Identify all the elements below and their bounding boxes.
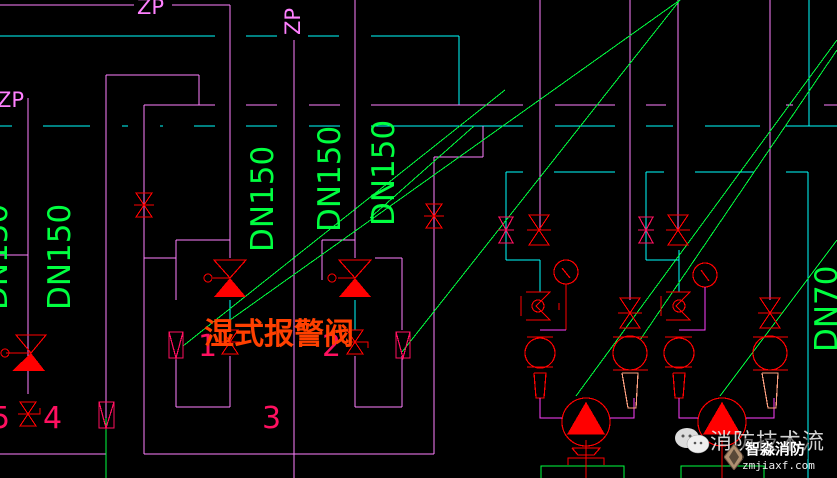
zp-labels: ZP ZP ZP xyxy=(0,0,305,112)
flow-switch xyxy=(168,331,184,361)
pump-assembly-1 xyxy=(520,259,648,478)
pump-assembly-2 xyxy=(660,262,788,478)
gate-valves xyxy=(17,192,783,427)
dn-labels: DN150 DN150 DN150 DN150 DN150 DN70 xyxy=(0,120,837,352)
alarm-valve xyxy=(0,334,48,371)
item-number-1: 1 xyxy=(198,329,217,364)
zp-left-label: ZP xyxy=(0,88,24,112)
item-number-3: 3 xyxy=(262,401,281,436)
flow-switch xyxy=(395,331,411,361)
dn-label-center-3: DN150 xyxy=(366,120,402,226)
dn-label-left: DN150 xyxy=(42,204,78,310)
alarm-valve xyxy=(203,259,248,297)
dn-label-left-partial: DN150 xyxy=(0,204,15,310)
wet-alarm-valve-annotation: 湿式报警阀 xyxy=(204,317,354,352)
zp-top-label: ZP xyxy=(137,0,164,19)
dn-label-center-1: DN150 xyxy=(245,146,281,252)
item-number-4: 4 xyxy=(43,401,62,436)
flow-switch xyxy=(98,401,115,431)
zp-vertical-label: ZP xyxy=(281,8,305,35)
item-number-5: 5 xyxy=(0,401,10,436)
alarm-valve xyxy=(327,259,373,297)
alarm-valves xyxy=(0,259,373,371)
item-numbers: 1 2 3 4 5 xyxy=(0,329,341,436)
dn-label-center-2: DN150 xyxy=(312,126,348,232)
dn-label-right-partial: DN70 xyxy=(809,265,837,352)
flow-switches xyxy=(98,331,411,431)
item-number-2: 2 xyxy=(322,329,341,364)
